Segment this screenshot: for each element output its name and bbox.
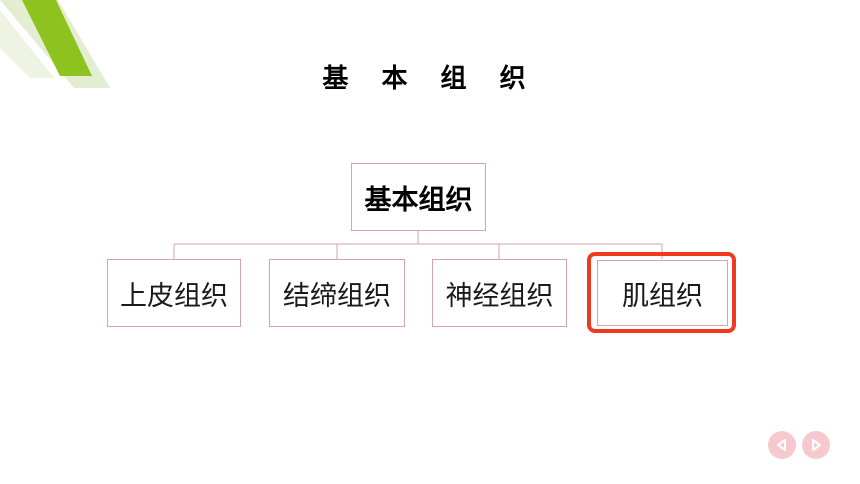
corner-stripe-decoration	[0, 0, 110, 88]
prev-button[interactable]	[768, 431, 796, 459]
root-node: 基本组织	[351, 163, 486, 231]
child-node-epithelial: 上皮组织	[107, 259, 241, 327]
next-button[interactable]	[802, 431, 830, 459]
child-node-muscle: 肌组织	[597, 260, 728, 326]
slide-title: 基 本 组 织	[322, 64, 538, 94]
prev-arrow-icon	[777, 439, 786, 451]
next-arrow-icon	[812, 439, 821, 451]
child-node-connective: 结缔组织	[269, 259, 405, 327]
child-node-nervous: 神经组织	[432, 259, 567, 327]
muscle-highlight-box	[587, 252, 736, 333]
